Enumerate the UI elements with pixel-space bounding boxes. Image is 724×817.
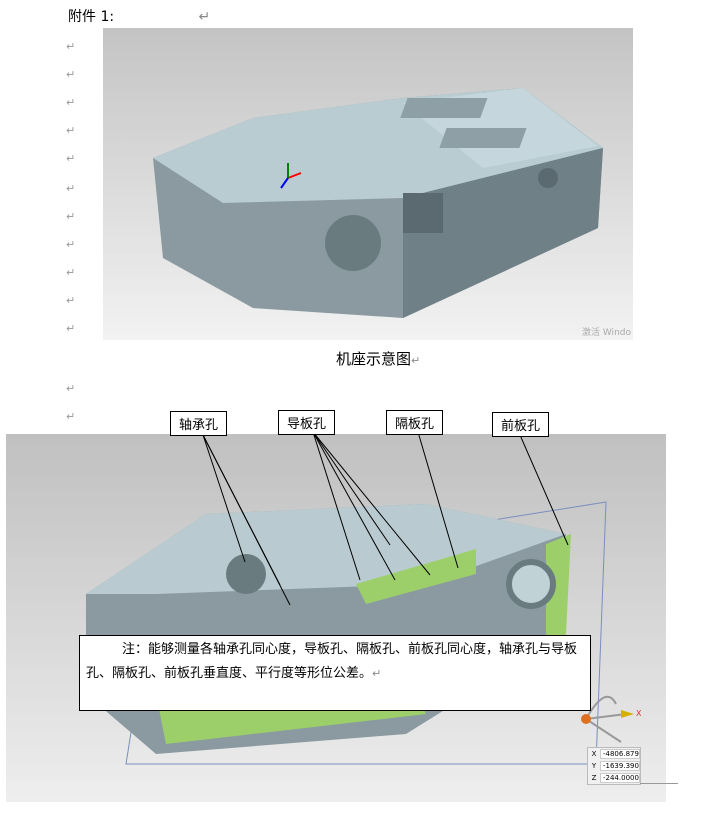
machine-base-render: 激活 Windo — [103, 28, 633, 340]
paragraph-mark: ↵ — [66, 266, 76, 279]
margin-line — [640, 783, 678, 784]
paragraph-mark: ↵ — [66, 68, 76, 81]
svg-text:X: X — [636, 709, 642, 718]
coord-y: -1639.390 — [600, 761, 640, 771]
figure-caption: 机座示意图↵ — [336, 350, 421, 368]
paragraph-mark: ↵ — [66, 40, 76, 53]
paragraph-mark: ↵ — [66, 124, 76, 137]
paragraph-mark: ↵ — [66, 322, 76, 335]
paragraph-mark: ↵ — [66, 96, 76, 109]
paragraph-mark: ↵ — [66, 182, 76, 195]
paragraph-mark: ↵ — [66, 382, 76, 395]
heading: 附件 1: ↵ — [68, 9, 211, 25]
paragraph-mark: ↵ — [66, 152, 76, 165]
paragraph-mark: ↵ — [66, 210, 76, 223]
watermark: 激活 Windo — [582, 328, 631, 338]
label-partition-hole: 隔板孔 — [386, 410, 444, 435]
label-guide-hole: 导板孔 — [278, 410, 336, 435]
coord-z: -244.0000 — [600, 773, 640, 783]
coord-x: -4806.879 — [600, 749, 640, 759]
paragraph-mark: ↵ — [66, 410, 76, 423]
label-bearing-hole: 轴承孔 — [170, 411, 228, 436]
label-front-hole: 前板孔 — [492, 412, 550, 437]
note-box: 注：能够测量各轴承孔同心度，导板孔、隔板孔、前板孔同心度，轴承孔与导板孔、隔板孔… — [79, 635, 591, 711]
paragraph-mark: ↵ — [66, 238, 76, 251]
paragraph-mark: ↵ — [66, 294, 76, 307]
coordinate-readout: X-4806.879 Y-1639.390 Z-244.0000 — [587, 747, 641, 785]
orientation-triad-icon: X — [581, 695, 642, 743]
cad-model-1 — [153, 88, 603, 318]
